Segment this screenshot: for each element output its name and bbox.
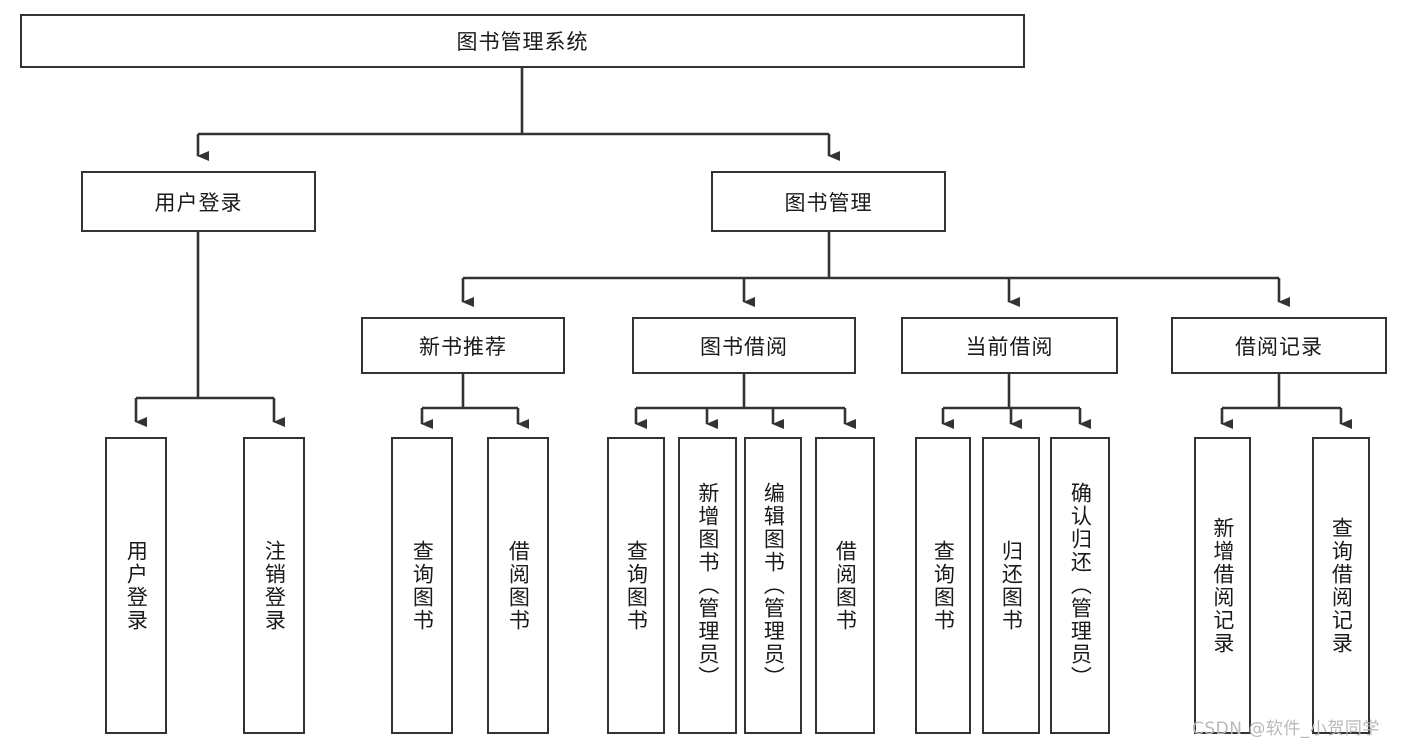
- node-borrow-record-label: 借阅记录: [1235, 334, 1323, 359]
- node-root[interactable]: 图书管理系统: [20, 14, 1025, 68]
- node-book-manage-label: 图书管理: [784, 190, 873, 215]
- node-leaf-query-borrow-record[interactable]: 查询借阅记录: [1312, 437, 1370, 734]
- node-leaf-query-borrow-record-label: 查询借阅记录: [1329, 516, 1354, 655]
- node-leaf-query-book-1-label: 查询图书: [410, 539, 435, 632]
- node-leaf-borrow-book-1-label: 借阅图书: [506, 539, 531, 632]
- node-leaf-borrow-book-1[interactable]: 借阅图书: [487, 437, 549, 734]
- node-leaf-borrow-book-2-label: 借阅图书: [833, 539, 858, 632]
- node-borrow-record[interactable]: 借阅记录: [1171, 317, 1387, 374]
- node-leaf-query-book-3[interactable]: 查询图书: [915, 437, 971, 734]
- node-book-borrow-label: 图书借阅: [700, 334, 788, 359]
- node-user-login[interactable]: 用户登录: [81, 171, 316, 232]
- node-leaf-borrow-book-2[interactable]: 借阅图书: [815, 437, 875, 734]
- node-new-book-recommend[interactable]: 新书推荐: [361, 317, 565, 374]
- node-leaf-query-book-2-label: 查询图书: [624, 539, 649, 632]
- node-leaf-user-logout-label: 注销登录: [262, 539, 287, 632]
- node-new-book-recommend-label: 新书推荐: [419, 334, 507, 359]
- node-leaf-return-book[interactable]: 归还图书: [982, 437, 1040, 734]
- node-book-borrow[interactable]: 图书借阅: [632, 317, 856, 374]
- node-leaf-add-book-admin[interactable]: 新增图书（管理员）: [678, 437, 737, 734]
- node-current-borrow[interactable]: 当前借阅: [901, 317, 1118, 374]
- csdn-watermark: CSDN @软件_小贺同学: [1192, 719, 1380, 739]
- node-leaf-confirm-return-admin[interactable]: 确认归还（管理员）: [1050, 437, 1110, 734]
- node-user-login-label: 用户登录: [154, 190, 243, 215]
- node-book-manage[interactable]: 图书管理: [711, 171, 946, 232]
- node-leaf-query-book-1[interactable]: 查询图书: [391, 437, 453, 734]
- node-leaf-query-book-3-label: 查询图书: [931, 539, 956, 632]
- node-leaf-edit-book-admin-label: 编辑图书（管理员）: [761, 482, 786, 689]
- node-leaf-add-borrow-record[interactable]: 新增借阅记录: [1194, 437, 1251, 734]
- node-leaf-confirm-return-admin-label: 确认归还（管理员）: [1068, 482, 1093, 689]
- node-leaf-query-book-2[interactable]: 查询图书: [607, 437, 665, 734]
- node-leaf-add-book-admin-label: 新增图书（管理员）: [695, 482, 720, 689]
- node-leaf-user-login[interactable]: 用户登录: [105, 437, 167, 734]
- node-root-label: 图书管理系统: [456, 30, 589, 54]
- node-leaf-add-borrow-record-label: 新增借阅记录: [1210, 516, 1235, 655]
- node-leaf-user-login-label: 用户登录: [124, 539, 149, 632]
- node-leaf-user-logout[interactable]: 注销登录: [243, 437, 305, 734]
- node-current-borrow-label: 当前借阅: [965, 334, 1054, 359]
- node-leaf-edit-book-admin[interactable]: 编辑图书（管理员）: [744, 437, 802, 734]
- node-leaf-return-book-label: 归还图书: [999, 539, 1024, 632]
